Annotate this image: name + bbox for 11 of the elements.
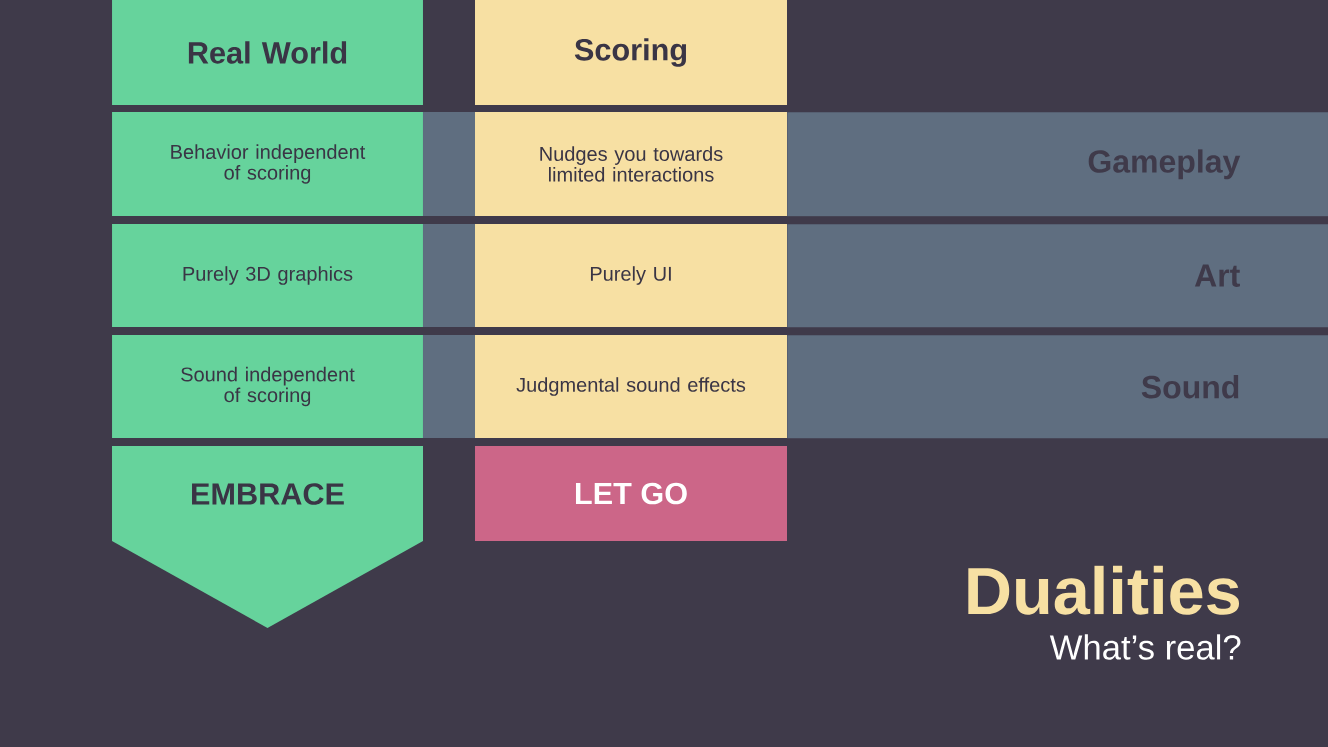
table-cell: Behavior independent of scoring [112,112,423,216]
subtitle: What’s real? [1049,634,1241,660]
table-cell: Purely UI [475,224,787,327]
table-cell: Purely 3D graphics [112,224,423,327]
column-header: Scoring [475,0,787,106]
slide-title: Dualities [968,565,1239,615]
table-cell: Judgmental sound effects [475,335,787,438]
table-cell: Sound independent of scoring [112,335,423,438]
label-box: LET GO [475,446,787,541]
column-header: Real World [112,0,423,106]
table-cell: Nudges you towards limited interactions [475,112,787,216]
